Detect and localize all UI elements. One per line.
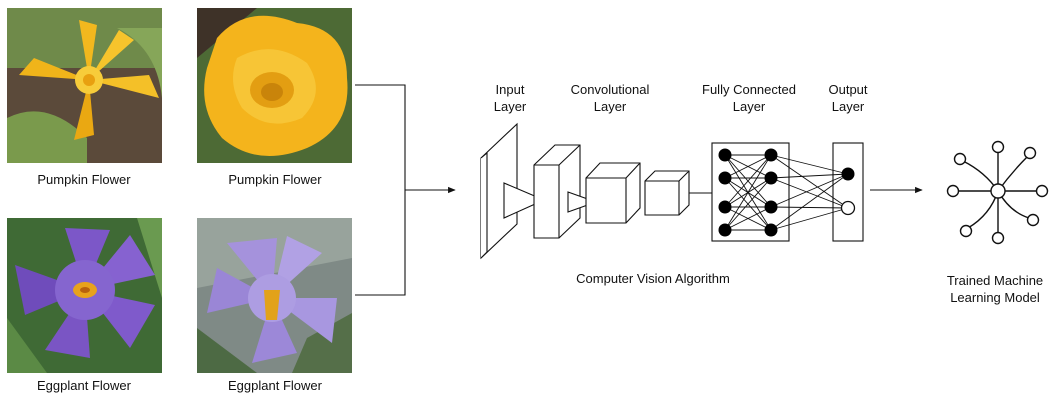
model-label: Trained Machine Learning Model: [946, 273, 1044, 305]
network-model-icon: [946, 140, 1049, 245]
fc-node: [764, 223, 778, 237]
fc-layer-box: [711, 142, 790, 242]
image-caption: Eggplant Flower: [37, 378, 131, 393]
fc-node: [764, 200, 778, 214]
eggplant-flower-photo-1: [7, 218, 162, 373]
pumpkin-flower-photo-2: [197, 8, 352, 163]
fc-node: [718, 148, 732, 162]
fc-layer-label: Fully Connected Layer: [702, 82, 796, 114]
fc-connections: [724, 154, 772, 231]
conv-cube-small: [644, 170, 690, 216]
conv-cube-medium: [585, 162, 641, 224]
output-layer-label: Output Layer: [828, 82, 868, 114]
image-caption: Eggplant Flower: [228, 378, 322, 393]
input-layer-label: Input Layer: [493, 82, 527, 114]
fc-node: [764, 171, 778, 185]
input-layer-shape: [480, 122, 546, 260]
image-caption: Pumpkin Flower: [228, 172, 322, 187]
eggplant-flower-photo-2: [197, 218, 352, 373]
fc-node: [718, 200, 732, 214]
pumpkin-flower-photo-1: [7, 8, 162, 163]
fc-node: [718, 171, 732, 185]
conv-layer-shape: [533, 144, 598, 239]
connector-line: [355, 84, 406, 296]
conv-layer-label: Convolutional Layer: [570, 82, 650, 114]
output-node-empty: [840, 200, 856, 216]
output-node-filled: [841, 167, 855, 181]
image-caption: Pumpkin Flower: [37, 172, 131, 187]
output-layer-box: [832, 142, 864, 242]
fc-node: [764, 148, 778, 162]
fc-node: [718, 223, 732, 237]
fc-to-output-connections: [770, 154, 849, 231]
algorithm-label: Computer Vision Algorithm: [576, 271, 730, 286]
